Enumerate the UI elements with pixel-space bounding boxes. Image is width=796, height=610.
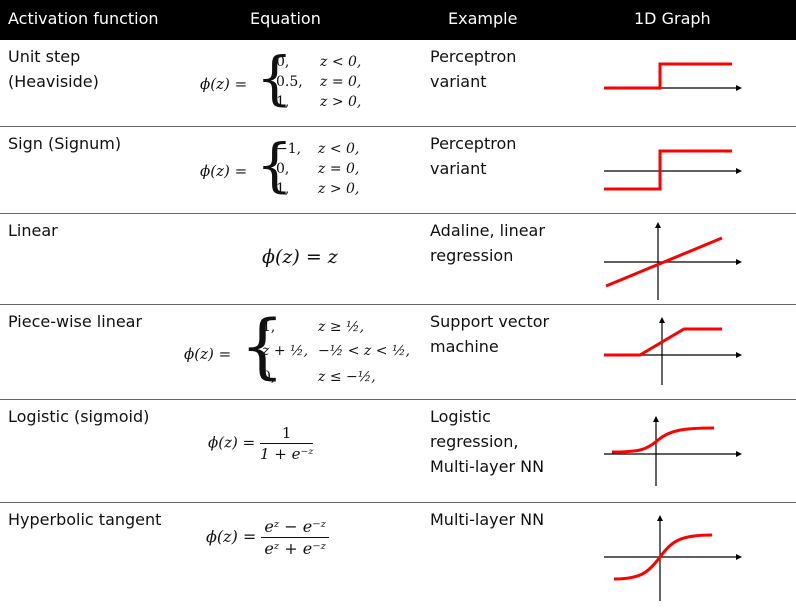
y-axis-arrow [657, 515, 663, 521]
sign-curve [604, 149, 732, 191]
step-curve [604, 62, 732, 90]
equation-linear: ϕ(z) = z [262, 246, 338, 268]
graph-piecewise-linear [604, 317, 742, 385]
activation-name: Linear [8, 221, 58, 240]
graph-linear [604, 222, 742, 300]
header-equation: Equation [250, 9, 321, 28]
activation-name: Piece-wise linear [8, 312, 143, 331]
row-linear: Linear ϕ(z) = z Adaline, linear regressi… [0, 214, 796, 304]
example-text: Adaline, linear regression [430, 221, 545, 265]
header-activation-function: Activation function [8, 9, 159, 28]
graph-unit-step [604, 62, 742, 91]
graph-hyperbolic-tangent [604, 515, 742, 601]
row-unit-step: Unit step (Heaviside) ϕ(z) = { 0, z < 0,… [0, 40, 796, 126]
graph-logistic [604, 416, 742, 486]
example-text: Support vector machine [430, 312, 550, 356]
y-axis-arrow [659, 317, 665, 323]
example-text: Multi-layer NN [430, 510, 545, 529]
example-text: Logistic regression, Multi-layer NN [430, 407, 545, 476]
activation-name: Hyperbolic tangent [8, 510, 162, 529]
activation-name: Sign (Signum) [8, 134, 122, 153]
x-axis-arrow [736, 259, 742, 265]
row-separator [0, 399, 796, 400]
row-separator [0, 304, 796, 305]
header-example: Example [448, 9, 518, 28]
x-axis-arrow [736, 451, 742, 457]
equation-hyperbolic-tangent: ϕ(z) = eᶻ − e⁻ᶻ eᶻ + e⁻ᶻ [206, 517, 329, 558]
equation-logistic: ϕ(z) = 1 1 + e⁻ᶻ [208, 424, 314, 463]
example-text: Perceptron variant [430, 134, 517, 178]
linear-curve [605, 236, 723, 288]
table-header: Activation function Equation Example 1D … [0, 0, 796, 40]
piecewise-curve [604, 327, 722, 357]
graph-sign [604, 149, 742, 191]
row-separator [0, 213, 796, 214]
x-axis-arrow [736, 352, 742, 358]
y-axis-arrow [653, 416, 659, 422]
header-1d-graph: 1D Graph [634, 9, 711, 28]
row-hyperbolic-tangent: Hyperbolic tangent ϕ(z) = eᶻ − e⁻ᶻ eᶻ + … [0, 503, 796, 610]
sigmoid-curve [611, 426, 715, 454]
row-sign: Sign (Signum) ϕ(z) = { −1, z < 0, 0, z =… [0, 127, 796, 213]
x-axis-arrow [736, 168, 742, 174]
row-separator [0, 502, 796, 503]
x-axis-arrow [736, 554, 742, 560]
row-piecewise-linear: Piece-wise linear ϕ(z) = { 1, z ≥ ½, z +… [0, 305, 796, 399]
row-separator [0, 126, 796, 127]
tanh-fraction: eᶻ − e⁻ᶻ eᶻ + e⁻ᶻ [261, 517, 329, 558]
activation-name: Logistic (sigmoid) [8, 407, 150, 426]
example-text: Perceptron variant [430, 47, 517, 91]
equation-sign: ϕ(z) = { −1, z < 0, 0, z = 0, 1, z > 0, [200, 131, 360, 199]
x-axis-arrow [736, 85, 742, 91]
row-logistic: Logistic (sigmoid) ϕ(z) = 1 1 + e⁻ᶻ Logi… [0, 400, 796, 502]
tanh-curve [613, 533, 713, 581]
activation-name: Unit step (Heaviside) [8, 47, 99, 91]
logistic-fraction: 1 1 + e⁻ᶻ [259, 424, 314, 463]
y-axis-arrow [655, 222, 661, 228]
equation-unit-step: ϕ(z) = { 0, z < 0, 0.5, z = 0, 1, z > 0, [200, 44, 362, 112]
equation-piecewise-linear: ϕ(z) = { 1, z ≥ ½, z + ½, −½ < z < ½, 0,… [184, 305, 410, 387]
